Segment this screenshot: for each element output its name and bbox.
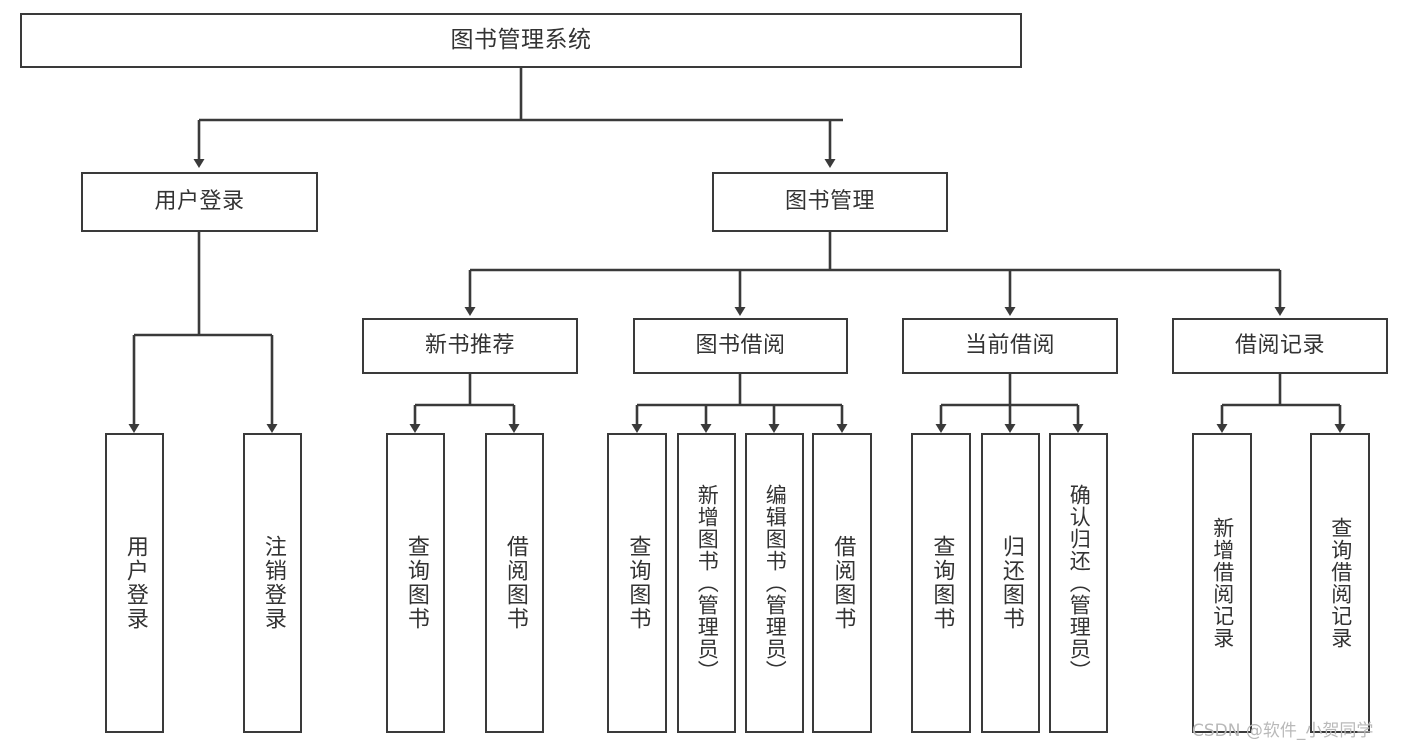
node-root-system[interactable]: 图书管理系统	[20, 13, 1022, 68]
node-label: 归还图书	[998, 535, 1024, 631]
node-label: 注销登录	[260, 535, 286, 631]
node-new-book-recommend[interactable]: 新书推荐	[362, 318, 578, 374]
node-label: 当前借阅	[964, 333, 1055, 359]
leaf-user-login[interactable]: 用户登录	[105, 433, 164, 733]
csdn-watermark: CSDN @软件_小贺同学	[1192, 721, 1374, 741]
node-label: 借阅记录	[1234, 333, 1325, 359]
node-label: 编辑图书（管理员）	[763, 484, 788, 682]
leaf-confirm-return[interactable]: 确认归还（管理员）	[1049, 433, 1108, 733]
node-label: 用户登录	[154, 189, 245, 215]
node-current-borrow[interactable]: 当前借阅	[902, 318, 1118, 374]
node-label: 图书管理系统	[450, 27, 592, 54]
node-label: 新增图书（管理员）	[695, 484, 720, 682]
leaf-logout-login[interactable]: 注销登录	[243, 433, 302, 733]
leaf-return-book[interactable]: 归还图书	[981, 433, 1040, 733]
leaf-add-record[interactable]: 新增借阅记录	[1192, 433, 1252, 733]
leaf-query-book-2[interactable]: 查询图书	[607, 433, 667, 733]
node-label: 查询图书	[929, 535, 955, 631]
node-user-login[interactable]: 用户登录	[81, 172, 318, 232]
node-label: 新增借阅记录	[1210, 517, 1235, 649]
node-label: 新书推荐	[424, 333, 515, 359]
node-label: 查询图书	[403, 535, 429, 631]
leaf-borrow-book-2[interactable]: 借阅图书	[812, 433, 872, 733]
leaf-query-book-3[interactable]: 查询图书	[911, 433, 971, 733]
leaf-query-book-1[interactable]: 查询图书	[386, 433, 445, 733]
leaf-edit-book[interactable]: 编辑图书（管理员）	[745, 433, 804, 733]
node-label: 借阅图书	[830, 535, 856, 631]
node-label: 图书管理	[784, 189, 875, 215]
leaf-add-book[interactable]: 新增图书（管理员）	[677, 433, 736, 733]
leaf-query-record[interactable]: 查询借阅记录	[1310, 433, 1370, 733]
node-label: 确认归还（管理员）	[1067, 484, 1092, 682]
node-label: 查询借阅记录	[1328, 517, 1353, 649]
node-label: 图书借阅	[695, 333, 786, 359]
node-label: 查询图书	[625, 535, 651, 631]
node-borrow-record[interactable]: 借阅记录	[1172, 318, 1388, 374]
node-book-borrow[interactable]: 图书借阅	[633, 318, 848, 374]
leaf-borrow-book-1[interactable]: 借阅图书	[485, 433, 544, 733]
node-label: 用户登录	[122, 535, 148, 631]
node-label: 借阅图书	[502, 535, 528, 631]
node-book-manage[interactable]: 图书管理	[712, 172, 948, 232]
